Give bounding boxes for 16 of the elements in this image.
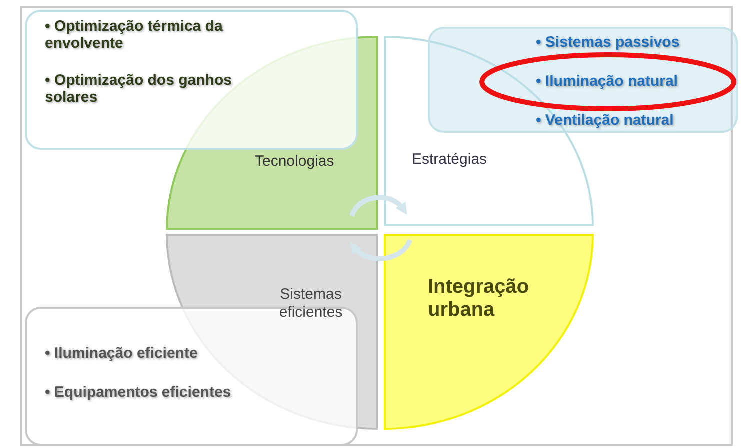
bullet-item: • Sistemas passivos	[536, 34, 681, 51]
callout-box	[25, 10, 358, 150]
bullet-item: • Optimização térmica da envolvente	[45, 18, 224, 52]
callout-box	[428, 27, 738, 133]
callout-box	[25, 307, 358, 446]
quadrant-label: Integração urbana	[428, 276, 530, 322]
quadrant-label: Tecnologias	[255, 153, 336, 171]
bullet-item: • Iluminação eficiente	[45, 345, 199, 362]
bullet-item: • Ventilação natural	[536, 112, 675, 129]
cycle-arrow	[350, 195, 408, 217]
quadrant-label: Estratégias	[412, 151, 488, 169]
quadrant-label: Sistemas eficientes	[278, 286, 344, 322]
bullet-item: • Optimização dos ganhos solares	[45, 72, 233, 106]
bullet-item: • Equipamentos eficientes	[45, 384, 232, 401]
bullet-item: • Iluminação natural	[536, 73, 679, 90]
cycle-arrow	[350, 239, 412, 262]
